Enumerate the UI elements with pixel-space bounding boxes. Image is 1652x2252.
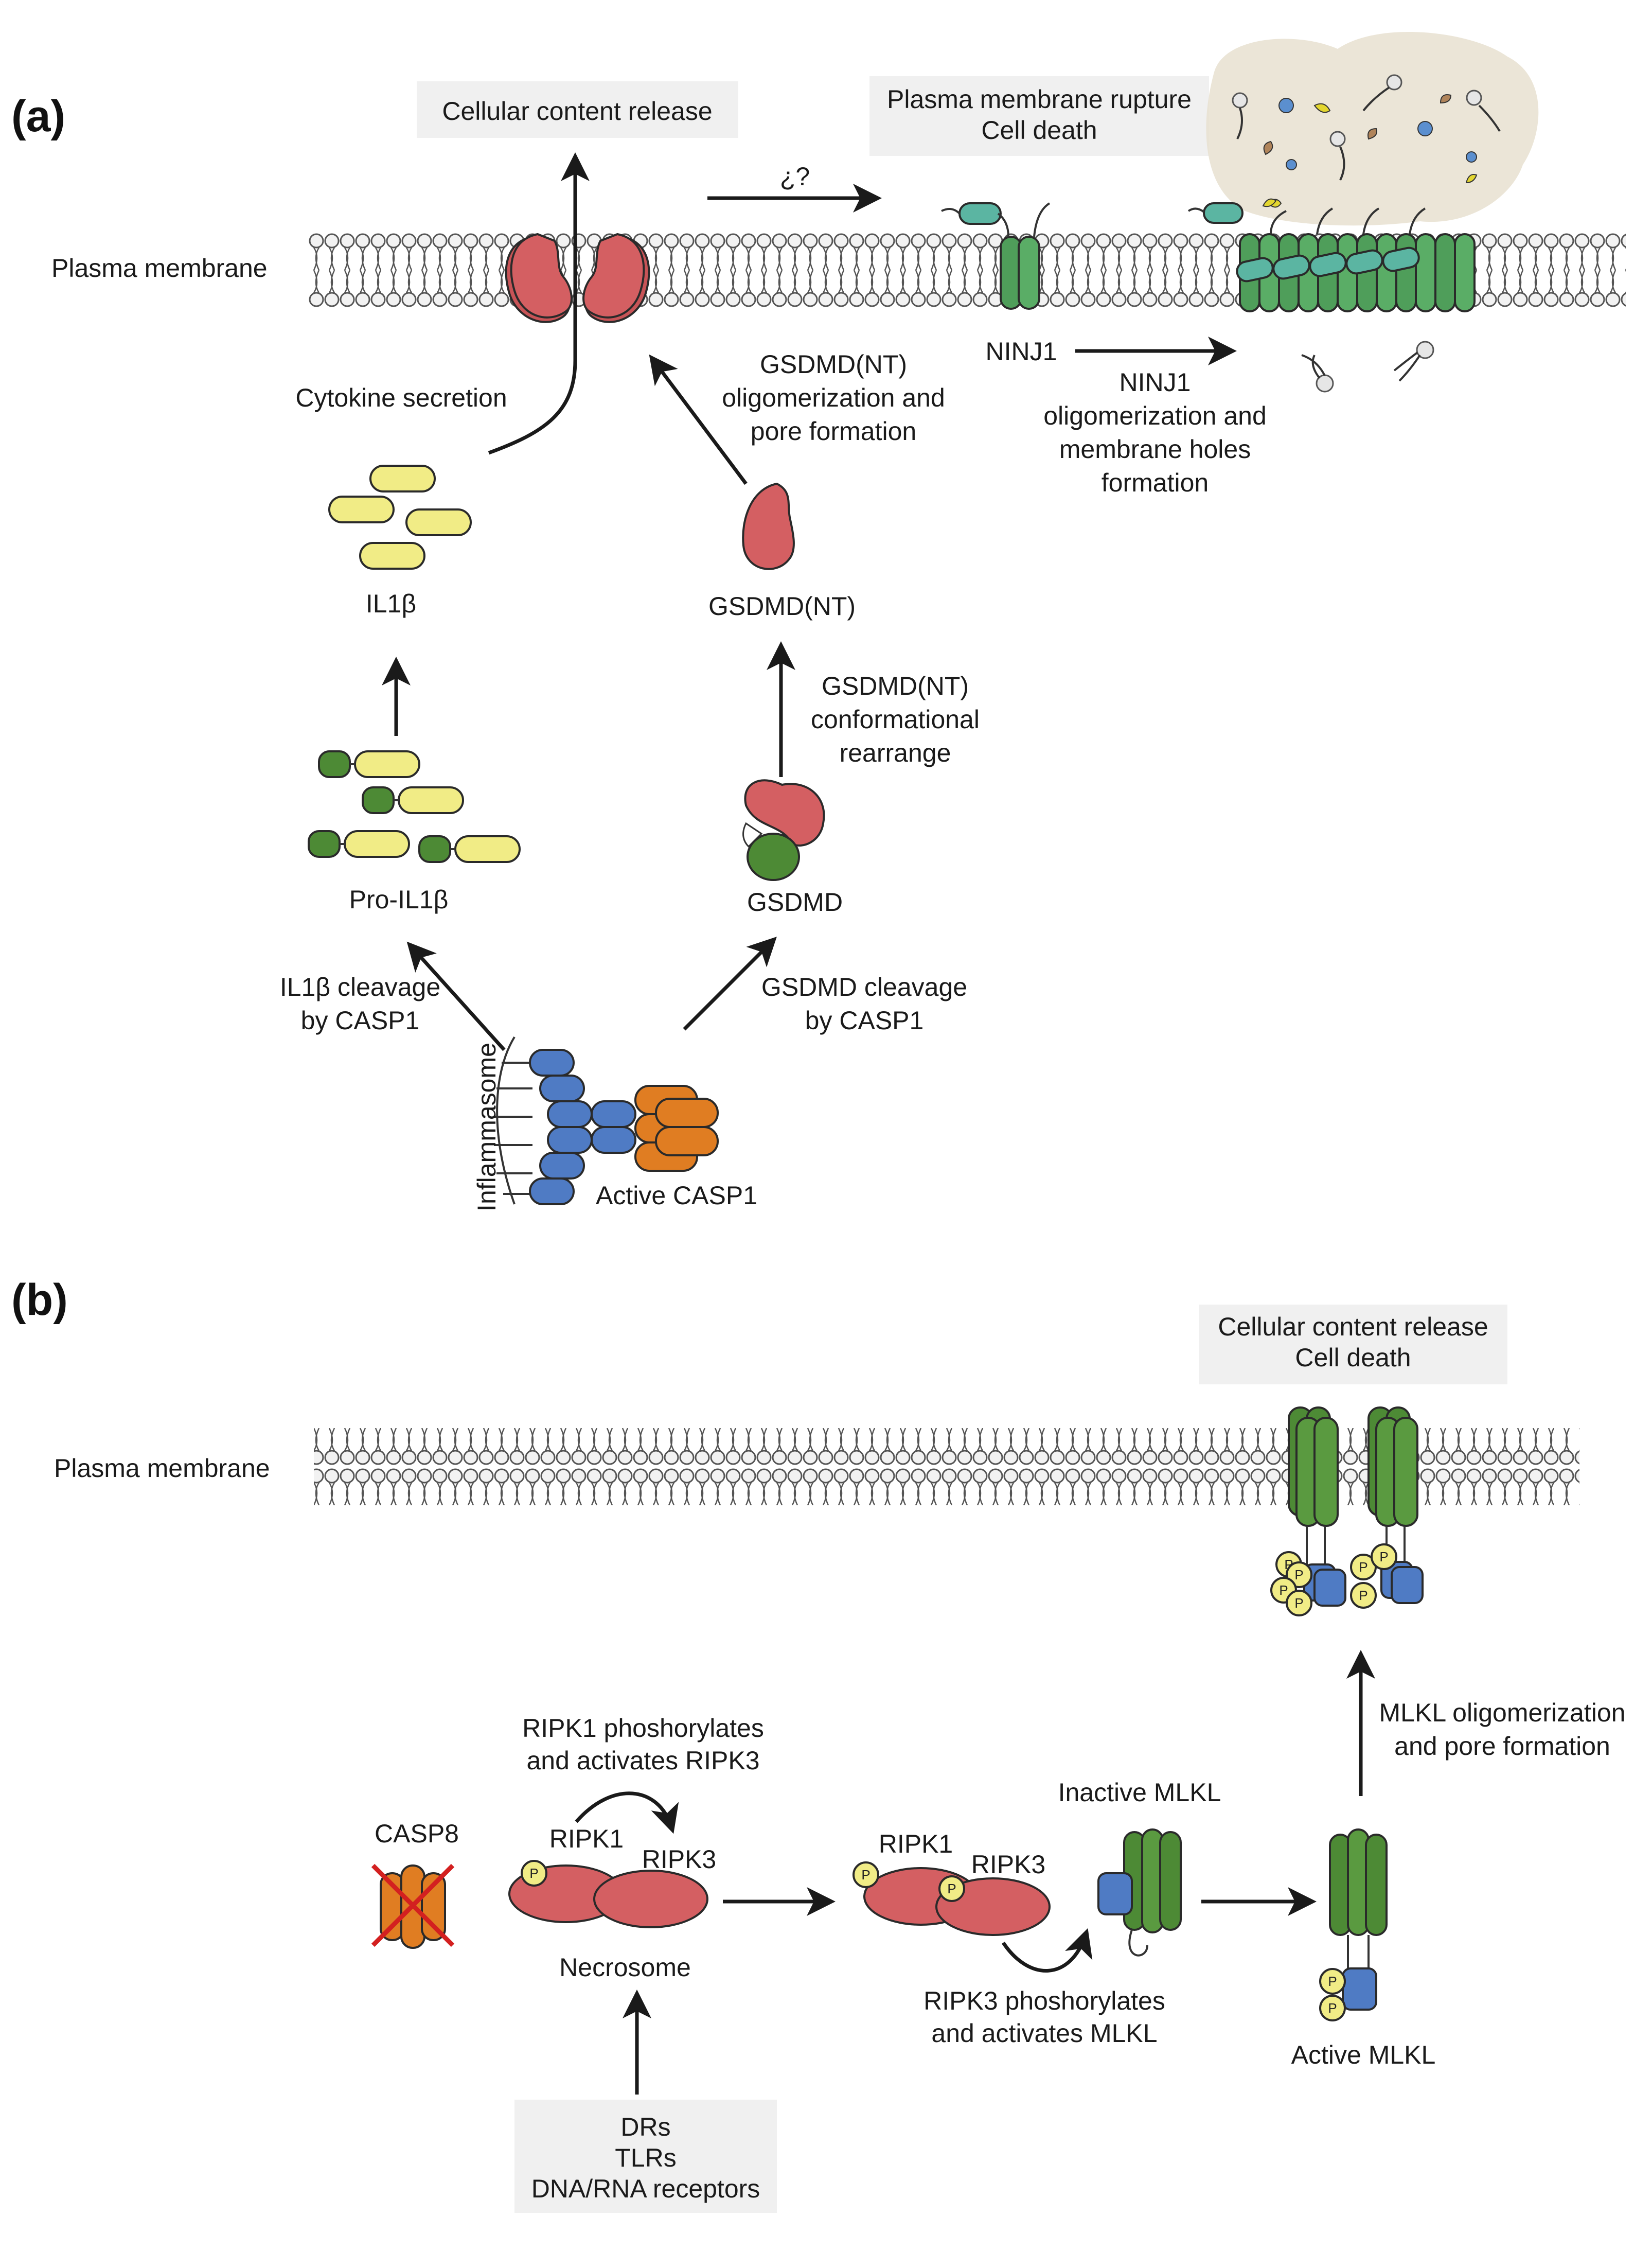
gsdmd-conf-line3: rearrange: [840, 738, 951, 767]
plasma-membrane-label-a: Plasma membrane: [51, 254, 268, 283]
svg-text:P: P: [1294, 1567, 1303, 1582]
il1b-mature-proteins: [328, 465, 472, 570]
active-mlkl-label: Active MLKL: [1291, 2040, 1436, 2069]
unknown-step-label: ¿?: [780, 162, 810, 191]
gsdmd-olig-line1: GSDMD(NT): [760, 350, 907, 379]
gsdmd-olig-arrow: [649, 354, 748, 485]
active-mlkl-protein: [1319, 1828, 1388, 2021]
phospho-label-ripk1-necrosome: P: [529, 1866, 538, 1881]
phospho-labels-pores: P P P P P P P: [1279, 1549, 1388, 1611]
cell-death-label: Cell death: [981, 116, 1097, 145]
ninj1-olig-line1: NINJ1: [1120, 368, 1191, 397]
active-casp1-label: Active CASP1: [596, 1181, 757, 1210]
ninj1-label: NINJ1: [986, 337, 1057, 366]
plasma-membrane-label-b: Plasma membrane: [54, 1454, 270, 1483]
secretion-arrow: [488, 152, 590, 455]
ripk1-label-active: RIPK1: [879, 1829, 953, 1858]
release-box-b: [1199, 1305, 1507, 1384]
release-line1: Cellular content release: [1218, 1312, 1488, 1341]
receptor-drs: DRs: [620, 2113, 670, 2141]
casp8-inhibited: [371, 1863, 455, 1949]
gsdmd-olig-line3: pore formation: [751, 417, 916, 446]
ripk1-activates-arrow: [575, 1791, 679, 1834]
receptor-tlrs: TLRs: [615, 2143, 676, 2172]
inflammasome-complex: [494, 1036, 719, 1205]
ripk3-label: RIPK3: [642, 1845, 717, 1874]
gsdmd-nt-protein: [742, 482, 795, 570]
casp8-label: CASP8: [375, 1819, 459, 1848]
gsdmd-cleavage-line2: by CASP1: [805, 1006, 924, 1035]
ninj1-oligomer: [1187, 198, 1476, 393]
ripk3-phos-line2: and activates MLKL: [931, 2019, 1157, 2048]
pro-il1b-proteins: [308, 750, 521, 863]
receptors-box: [514, 2100, 777, 2213]
inactive-mlkl-label: Inactive MLKL: [1058, 1778, 1221, 1807]
gsdmd-conf-line2: conformational: [811, 705, 980, 734]
svg-text:P: P: [1294, 1595, 1303, 1611]
ninj1-olig-line2: oligomerization and: [1043, 401, 1267, 430]
inflammasome-label: Inflammasome: [472, 1043, 501, 1211]
phospho-ripk-complex: [852, 1861, 1051, 1936]
necrosome-complex: [508, 1860, 708, 1928]
il1b-label: IL1β: [366, 589, 416, 618]
ninj1-protein: [941, 202, 1051, 310]
content-release-box: [417, 81, 738, 138]
ripk3-activates-arrow: [1002, 1928, 1093, 1973]
mlkl-pores: [1270, 1406, 1424, 1616]
cytokine-secretion-label: Cytokine secretion: [295, 383, 507, 412]
phospho-labels-active-mlkl: P P: [1328, 1974, 1337, 2016]
inactive-mlkl-protein: [1097, 1828, 1182, 1957]
gsdmd-cleavage-arrow: [683, 937, 777, 1031]
svg-text:P: P: [1328, 1974, 1337, 1989]
panel-b-label: (b): [11, 1275, 68, 1325]
pro-il1b-label: Pro-IL1β: [349, 885, 449, 914]
ninj1-olig-line4: formation: [1102, 468, 1209, 497]
il1b-cleavage-arrow: [406, 941, 506, 1051]
gsdmd-pore: [505, 233, 650, 323]
svg-text:P: P: [1279, 1582, 1288, 1598]
mlkl-olig-line1: MLKL oligomerization: [1379, 1698, 1626, 1727]
ripk3-phos-line1: RIPK3 phoshorylates: [923, 1986, 1165, 2015]
svg-text:P: P: [947, 1881, 956, 1896]
gsdmd-conf-line1: GSDMD(NT): [822, 672, 969, 700]
svg-text:P: P: [1359, 1588, 1367, 1603]
svg-text:P: P: [1359, 1559, 1367, 1575]
ripk1-phos-line2: and activates RIPK3: [526, 1746, 759, 1775]
ripk3-label-active: RIPK3: [971, 1850, 1046, 1879]
phospho-labels-ripk: P P: [861, 1867, 956, 1896]
mlkl-olig-line2: and pore formation: [1394, 1732, 1610, 1761]
membrane-rupture-cloud: [1206, 32, 1539, 226]
release-line2: Cell death: [1295, 1343, 1411, 1372]
rupture-box: [869, 76, 1209, 156]
svg-text:P: P: [1328, 2000, 1337, 2016]
ninj1-olig-line3: membrane holes: [1059, 435, 1251, 464]
svg-text:P: P: [1284, 1557, 1293, 1572]
ripk1-label: RIPK1: [549, 1824, 624, 1853]
il1b-cleavage-line2: by CASP1: [301, 1006, 420, 1035]
necrosome-label: Necrosome: [559, 1953, 691, 1982]
receptor-dna-rna: DNA/RNA receptors: [531, 2174, 760, 2203]
gsdmd-olig-line2: oligomerization and: [722, 383, 945, 412]
gsdmd-label: GSDMD: [747, 888, 843, 917]
panel-a-label: (a): [11, 92, 65, 141]
svg-text:P: P: [1379, 1549, 1388, 1564]
svg-text:P: P: [861, 1867, 870, 1882]
gsdmd-nt-label: GSDMD(NT): [708, 592, 856, 621]
gsdmd-full-protein: [742, 779, 825, 881]
il1b-cleavage-line1: IL1β cleavage: [280, 973, 440, 1001]
gsdmd-cleavage-line1: GSDMD cleavage: [761, 973, 967, 1001]
rupture-label: Plasma membrane rupture: [887, 85, 1192, 114]
content-release-label: Cellular content release: [442, 97, 712, 126]
ripk1-phos-line1: RIPK1 phoshorylates: [522, 1714, 764, 1743]
